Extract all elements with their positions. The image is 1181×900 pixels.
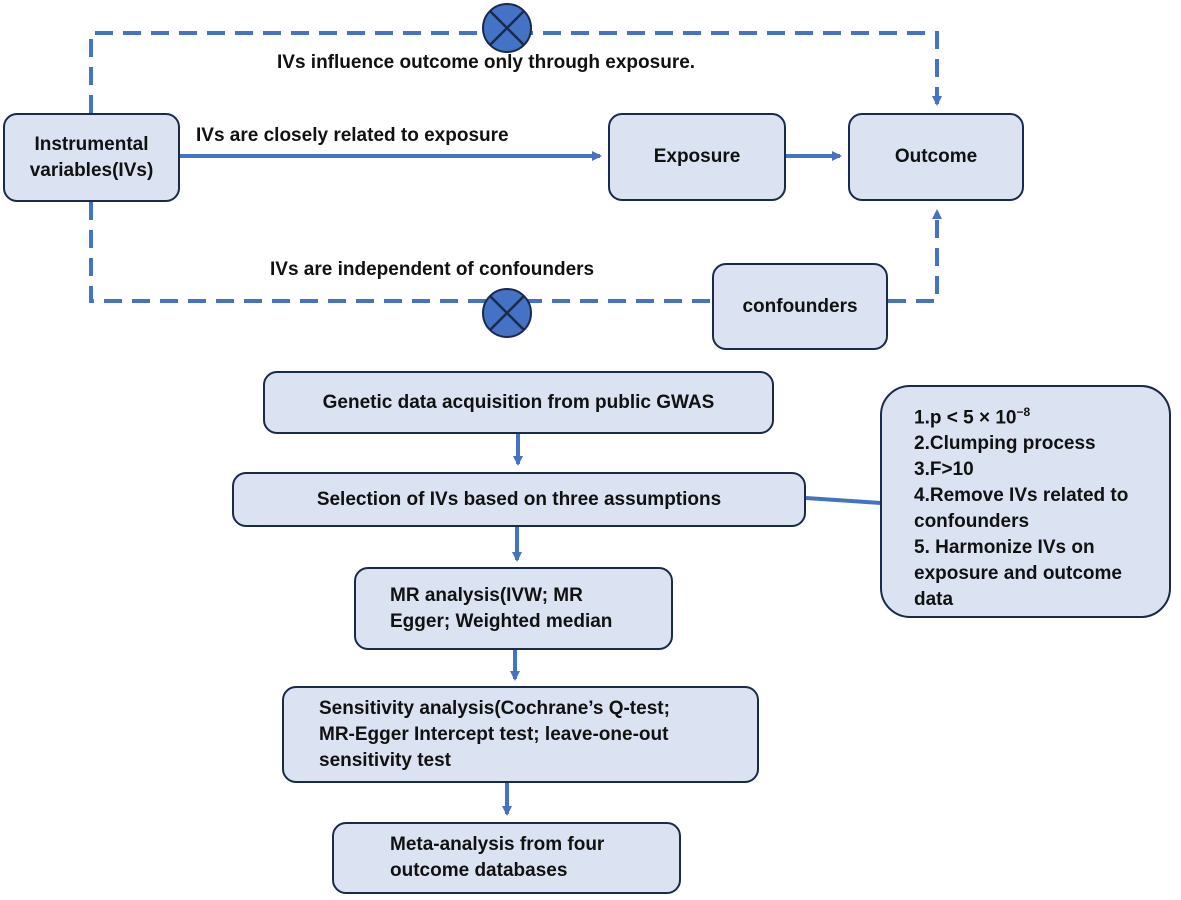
flow-step-sensitivity-line1: Sensitivity analysis(Cochrane’s Q-test; bbox=[319, 697, 670, 719]
node-confounders: confounders bbox=[712, 263, 888, 350]
dashed-path-ivs-to-outcome bbox=[89, 31, 942, 113]
flow-step-mr-analysis-line1: MR analysis(IVW; MR bbox=[390, 584, 583, 606]
criteria-item-2: 2.Clumping process bbox=[914, 433, 1096, 455]
dashed-path-confounders-to-outcome bbox=[888, 209, 942, 303]
flow-step-meta-analysis-line2: outcome databases bbox=[390, 860, 568, 881]
criteria-item-4-line2: confounders bbox=[914, 511, 1030, 533]
criteria-box: 1.p < 5 × 10−8 2.Clumping process 3.F>10… bbox=[880, 385, 1171, 618]
criteria-item-1: 1.p < 5 × 10−8 bbox=[914, 399, 1128, 431]
node-exposure: Exposure bbox=[608, 113, 786, 201]
criteria-item-5-line1: 5. Harmonize IVs on bbox=[914, 537, 1095, 559]
node-exposure-label: Exposure bbox=[653, 146, 741, 167]
flow-step-mr-analysis-line2: Egger; Weighted median bbox=[390, 610, 613, 632]
dashed-path-ivs-to-confounders bbox=[89, 202, 712, 303]
criteria-item-4-line1: 4.Remove IVs related to bbox=[914, 485, 1129, 507]
node-confounders-label: confounders bbox=[742, 295, 858, 317]
node-instrumental-variables: Instrumental variables(IVs) bbox=[3, 113, 180, 202]
node-instrumental-variables-label: Instrumental variables(IVs) bbox=[29, 133, 154, 181]
criteria-item-1-exponent: −8 bbox=[1016, 405, 1031, 419]
blocked-marker-bottom bbox=[482, 288, 532, 338]
criteria-item-5-line2: exposure and outcome bbox=[914, 563, 1122, 585]
flow-step-genetic-data: Genetic data acquisition from public GWA… bbox=[263, 371, 774, 434]
flow-step-sensitivity-line2: MR-Egger Intercept test; leave-one-out bbox=[319, 723, 669, 745]
edge-label-only-through-exposure: IVs influence outcome only through expos… bbox=[277, 52, 696, 73]
criteria-item-5-line3: data bbox=[914, 589, 954, 611]
edge-label-independent-of-confounders: IVs are independent of confounders bbox=[270, 259, 595, 280]
flow-step-mr-analysis: MR analysis(IVW; MR Egger; Weighted medi… bbox=[354, 567, 673, 650]
criteria-item-1-text: 1.p < 5 × 10 bbox=[914, 407, 1017, 429]
node-outcome-label: Outcome bbox=[894, 146, 978, 167]
flow-step-sensitivity-analysis: Sensitivity analysis(Cochrane’s Q-test; … bbox=[282, 686, 759, 783]
flow-step-sensitivity-line3: sensitivity test bbox=[319, 749, 451, 771]
edge-label-related-to-exposure: IVs are closely related to exposure bbox=[196, 125, 509, 146]
criteria-item-3: 3.F>10 bbox=[914, 459, 974, 481]
flow-step-selection-ivs-label: Selection of IVs based on three assumpti… bbox=[316, 488, 722, 510]
node-outcome: Outcome bbox=[848, 113, 1024, 201]
flow-step-genetic-data-label: Genetic data acquisition from public GWA… bbox=[322, 391, 715, 413]
blocked-marker-top bbox=[482, 3, 532, 53]
connector-step2-to-criteria bbox=[805, 496, 882, 505]
flow-step-meta-analysis: Meta-analysis from four outcome database… bbox=[332, 822, 681, 894]
flow-step-meta-analysis-line1: Meta-analysis from four bbox=[390, 834, 605, 855]
flow-step-selection-ivs: Selection of IVs based on three assumpti… bbox=[232, 472, 806, 527]
